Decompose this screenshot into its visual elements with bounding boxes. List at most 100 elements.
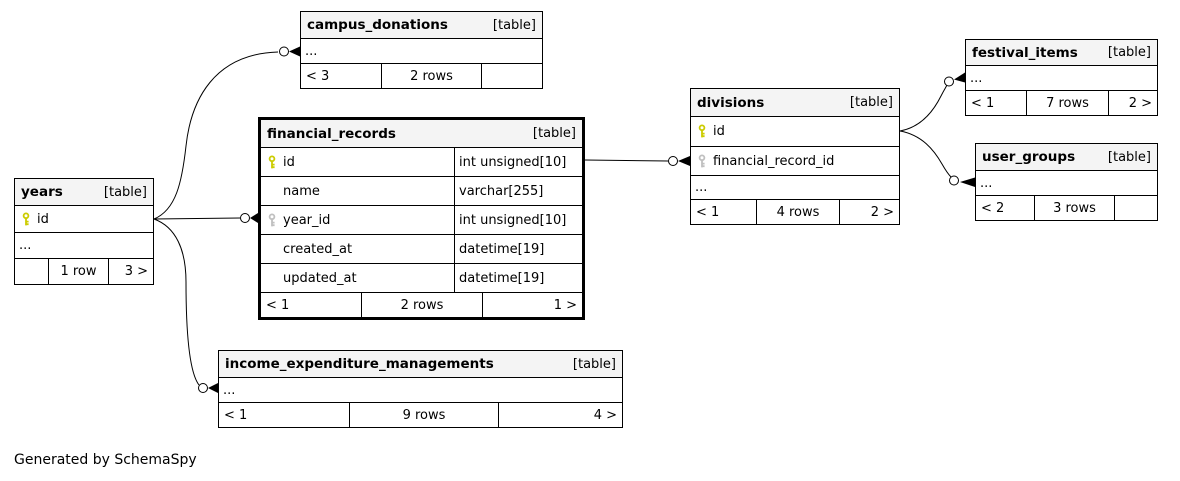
table-row-ellipsis: ...	[691, 176, 899, 200]
relationship-years-income-expenditure-managements	[153, 218, 218, 393]
footer-children: 1 >	[482, 293, 582, 317]
table-header: years [table]	[15, 179, 153, 206]
column-type: int unsigned[10]	[454, 206, 582, 234]
table-footer: < 1 4 rows 2 >	[691, 200, 899, 224]
table-row-ellipsis: ...	[219, 378, 622, 403]
row-label: ...	[223, 382, 236, 398]
table-row-financial-record-id: financial_record_id	[691, 147, 899, 176]
footer-parents	[15, 259, 48, 284]
table-type-label: [table]	[492, 17, 536, 33]
primary-key-icon	[15, 211, 37, 227]
foreign-key-icon	[261, 212, 283, 228]
table-type-label: [table]	[572, 356, 616, 372]
table-financial-records[interactable]: financial_records [table] id int unsigne…	[258, 117, 585, 320]
table-type-label: [table]	[1107, 149, 1151, 165]
footer-row-count: 9 rows	[349, 403, 498, 427]
row-label: ...	[19, 238, 32, 253]
footer-row-count: 4 rows	[756, 200, 839, 224]
table-title: festival_items	[972, 44, 1078, 61]
table-row-id: id	[691, 117, 899, 147]
table-row-id: id	[15, 206, 153, 233]
table-row-updated-at: updated_at datetime[19]	[261, 264, 582, 293]
table-type-label: [table]	[532, 126, 576, 141]
table-title: income_expenditure_managements	[225, 356, 494, 372]
footer-children: 2 >	[839, 200, 899, 224]
column-name: financial_record_id	[713, 153, 835, 169]
relationship-divisions-user-groups	[899, 130, 975, 187]
column-type: varchar[255]	[454, 177, 582, 205]
table-row-year-id: year_id int unsigned[10]	[261, 206, 582, 235]
table-type-label: [table]	[103, 184, 147, 200]
column-name: created_at	[283, 241, 353, 257]
table-title: divisions	[697, 94, 765, 111]
relationship-years-campus-donations	[153, 46, 300, 220]
footer-row-count: 1 row	[48, 259, 108, 284]
primary-key-icon	[261, 154, 283, 170]
table-footer: < 1 9 rows 4 >	[219, 403, 622, 427]
table-row-ellipsis: ...	[976, 171, 1157, 196]
table-footer: < 2 3 rows	[976, 196, 1157, 220]
footer-parents: < 1	[266, 297, 290, 313]
table-header: festival_items [table]	[966, 40, 1157, 66]
footer-parents: < 1	[224, 407, 248, 423]
column-name: year_id	[283, 212, 331, 228]
table-header: user_groups [table]	[976, 144, 1157, 171]
table-row-created-at: created_at datetime[19]	[261, 235, 582, 264]
table-row-id: id int unsigned[10]	[261, 148, 582, 177]
column-name: id	[713, 124, 725, 139]
table-years[interactable]: years [table] id ... 1 row 3 >	[14, 178, 154, 285]
table-footer: < 3 2 rows	[301, 64, 542, 88]
footer-children: 4 >	[498, 403, 622, 427]
primary-key-icon	[691, 124, 713, 139]
footer-parents: < 1	[696, 204, 720, 220]
table-title: campus_donations	[307, 17, 448, 33]
footer-children: 3 >	[108, 259, 153, 284]
table-header: divisions [table]	[691, 89, 899, 117]
column-type: datetime[19]	[454, 235, 582, 263]
table-festival-items[interactable]: festival_items [table] ... < 1 7 rows 2 …	[965, 39, 1158, 116]
table-footer: 1 row 3 >	[15, 259, 153, 284]
table-footer: < 1 7 rows 2 >	[966, 91, 1157, 115]
footer-children	[481, 64, 542, 88]
table-row-ellipsis: ...	[966, 66, 1157, 91]
footer-row-count: 7 rows	[1026, 91, 1108, 115]
foreign-key-icon	[691, 153, 713, 169]
column-name: id	[283, 154, 295, 170]
table-header: campus_donations [table]	[301, 12, 542, 39]
column-name: updated_at	[283, 270, 357, 286]
row-label: ...	[305, 43, 318, 59]
footer-children	[1114, 196, 1157, 220]
footer-row-count: 2 rows	[361, 293, 482, 317]
footer-parents: < 2	[981, 200, 1005, 216]
column-type: datetime[19]	[454, 264, 582, 292]
row-label: ...	[970, 70, 983, 86]
footer-parents: < 3	[306, 68, 330, 84]
relationship-years-financial-records	[153, 213, 258, 223]
footer-row-count: 3 rows	[1034, 196, 1114, 220]
relationship-divisions-festival-items	[899, 72, 965, 132]
table-row-ellipsis: ...	[301, 39, 542, 64]
column-type: int unsigned[10]	[454, 148, 582, 176]
table-title: user_groups	[982, 149, 1076, 165]
footer-children: 2 >	[1108, 91, 1157, 115]
footer-parents: < 1	[971, 95, 995, 111]
table-header: income_expenditure_managements [table]	[219, 351, 622, 378]
table-user-groups[interactable]: user_groups [table] ... < 2 3 rows	[975, 143, 1158, 221]
table-income-expenditure-managements[interactable]: income_expenditure_managements [table] .…	[218, 350, 623, 428]
generated-by-credit: Generated by SchemaSpy	[14, 452, 197, 468]
row-label: ...	[695, 180, 708, 195]
table-type-label: [table]	[1107, 45, 1151, 60]
row-label: ...	[980, 175, 993, 191]
table-header: financial_records [table]	[261, 120, 582, 148]
table-divisions[interactable]: divisions [table] id financial_record_id…	[690, 88, 900, 225]
table-footer: < 1 2 rows 1 >	[261, 293, 582, 317]
table-type-label: [table]	[849, 95, 893, 110]
column-name: name	[283, 183, 320, 199]
relationship-financial-records-divisions	[584, 156, 690, 166]
table-row-name: name varchar[255]	[261, 177, 582, 206]
footer-row-count: 2 rows	[381, 64, 481, 88]
table-campus-donations[interactable]: campus_donations [table] ... < 3 2 rows	[300, 11, 543, 89]
table-row-ellipsis: ...	[15, 233, 153, 259]
column-name: id	[37, 211, 49, 227]
